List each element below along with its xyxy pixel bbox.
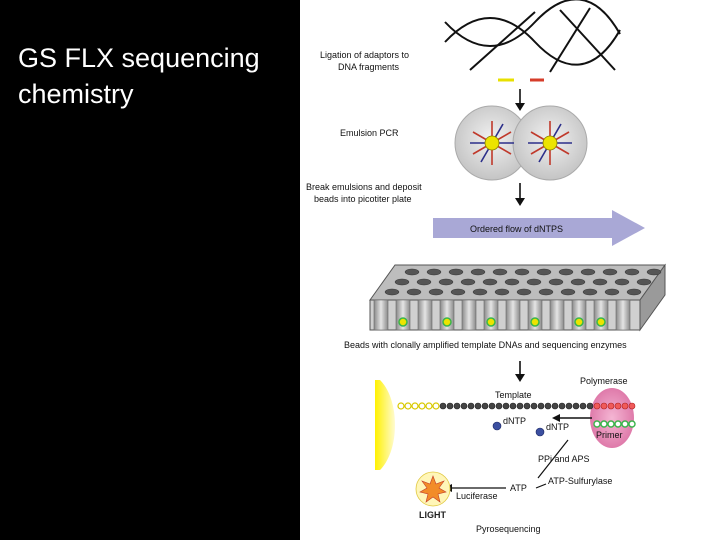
label-beads-clonal: Beads with clonally amplified template D… [344, 340, 627, 350]
slide-title: GS FLX sequencing chemistry [18, 43, 260, 109]
reaction-arrow-atp [535, 483, 547, 489]
dntp-molecule [535, 427, 545, 437]
label-atp: ATP [510, 483, 527, 493]
label-emulsion-pcr: Emulsion PCR [340, 128, 399, 138]
label-ppi-aps: PPi and APS [538, 454, 590, 464]
reaction-arrow-pol [537, 439, 569, 479]
label-light: LIGHT [419, 510, 446, 520]
incorporation-arrow [552, 414, 592, 422]
diagram-canvas: Ligation of adaptors to DNA fragments Em… [306, 0, 666, 534]
label-pyrosequencing: Pyrosequencing [476, 524, 541, 534]
label-break-emulsions-2: beads into picotiter plate [314, 194, 412, 204]
label-ligation-2: DNA fragments [338, 62, 400, 72]
picotiter-plate [369, 263, 666, 332]
emulsion-droplets [454, 105, 588, 181]
label-ordered-flow: Ordered flow of dNTPS [470, 224, 563, 234]
label-primer: Primer [596, 430, 623, 440]
polymerase-enzyme [590, 388, 634, 448]
label-dntp-1: dNTP [503, 416, 526, 426]
light-burst-icon [415, 471, 451, 507]
down-arrow-2 [515, 183, 525, 206]
dntp-molecule [492, 421, 502, 431]
bead-surface [375, 380, 395, 470]
label-ligation: Ligation of adaptors to [320, 50, 409, 60]
down-arrow-3 [515, 361, 525, 382]
label-luciferase: Luciferase [456, 491, 498, 501]
down-arrow-1 [515, 89, 525, 111]
dna-double-helix [444, 0, 621, 73]
label-polymerase: Polymerase [580, 376, 628, 386]
primer-strand [593, 420, 636, 428]
label-template: Template [495, 390, 532, 400]
template-strand [397, 402, 636, 410]
label-break-emulsions: Break emulsions and deposit [306, 182, 422, 192]
label-atp-sulfurylase: ATP-Sulfurylase [548, 476, 612, 486]
label-dntp-2: dNTP [546, 422, 569, 432]
sequencing-diagram: Ligation of adaptors to DNA fragments Em… [300, 0, 720, 540]
flow-arrow: Ordered flow of dNTPS [433, 210, 645, 246]
